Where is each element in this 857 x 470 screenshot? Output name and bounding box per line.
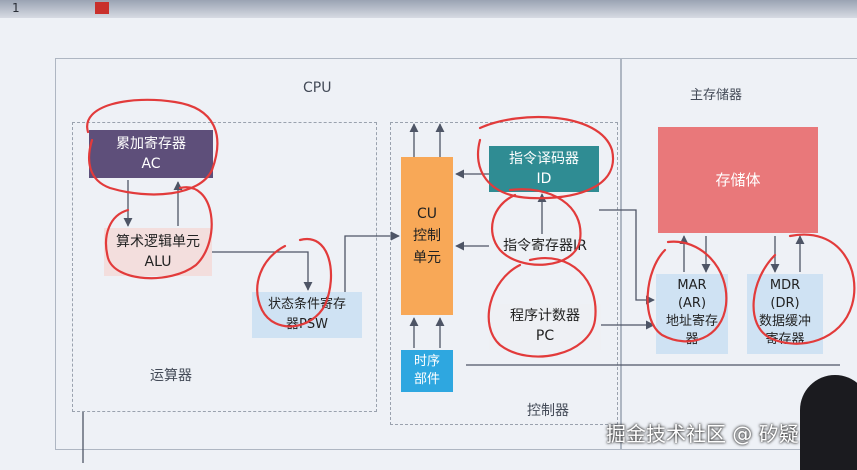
mar-line1: MAR: [677, 278, 707, 293]
id-line1: 指令译码器: [509, 151, 579, 167]
cpu-label: CPU: [303, 80, 332, 96]
cu-line1: CU: [416, 206, 438, 222]
pc-line1: 程序计数器: [510, 308, 580, 324]
annotation-ir: [491, 188, 582, 266]
storage-body: 存储体: [658, 127, 818, 233]
annotation-mar: [646, 240, 728, 343]
presenter-silhouette: [800, 375, 857, 470]
banner-badge: [95, 2, 109, 14]
alu-unit: 算术逻辑单元 ALU: [104, 228, 212, 276]
mdr-line1: MDR: [769, 278, 801, 293]
annotation-pc: [487, 257, 597, 358]
ir-line1: 指令寄存器IR: [503, 238, 587, 254]
control-area-frame: [390, 122, 618, 425]
annotation-alu: [104, 186, 213, 280]
memory-label: 主存储器: [690, 88, 743, 103]
accumulator-register: 累加寄存器 AC: [89, 130, 213, 178]
mar-line2: (AR): [677, 296, 707, 311]
timing-line1: 时序: [413, 354, 440, 369]
annotation-mdr: [752, 233, 856, 345]
psw-to-cu-arrow: [344, 231, 400, 292]
mar-line3: 地址寄存: [665, 314, 718, 329]
alu-line1: 算术逻辑单元: [116, 234, 200, 250]
instruction-register: 指令寄存器IR: [489, 234, 601, 258]
alu-to-psw-arrow: [212, 251, 313, 291]
timing-unit: 时序 部件: [401, 350, 453, 392]
psw-register: 状态条件寄存 器PSW: [252, 292, 362, 338]
control-area-label: 控制器: [527, 403, 569, 419]
cu-line3: 单元: [413, 250, 441, 266]
watermark-text: 掘金技术社区 @ 矽疑: [606, 422, 799, 446]
mar-line4: 器: [685, 332, 699, 347]
id-line2: ID: [536, 171, 552, 187]
psw-line2: 器PSW: [286, 317, 328, 332]
annotation-id: [476, 115, 615, 200]
alu-line2: ALU: [144, 254, 172, 270]
instruction-decoder: 指令译码器 ID: [489, 146, 599, 192]
ac-line2: AC: [141, 156, 161, 172]
memory-data-register: MDR (DR) 数据缓冲 寄存器: [747, 274, 823, 354]
id-to-mar-line: [599, 209, 655, 305]
memory-frame: [621, 58, 857, 450]
alu-area-frame: [72, 122, 377, 412]
mdr-line2: (DR): [770, 296, 800, 311]
pc-line2: PC: [535, 328, 555, 344]
cu-line2: 控制: [413, 228, 441, 244]
alu-area-label: 运算器: [150, 368, 192, 384]
top-banner: 1: [0, 0, 857, 18]
storage-line1: 存储体: [715, 171, 761, 189]
banner-text: 1: [12, 1, 20, 15]
annotation-ac: [86, 98, 219, 196]
ac-line1: 累加寄存器: [116, 136, 186, 152]
timing-line2: 部件: [413, 372, 440, 387]
control-unit: CU 控制 单元: [401, 157, 453, 315]
cpu-frame: [55, 58, 621, 450]
annotation-psw: [256, 237, 333, 328]
mdr-line3: 数据缓冲: [758, 314, 811, 329]
